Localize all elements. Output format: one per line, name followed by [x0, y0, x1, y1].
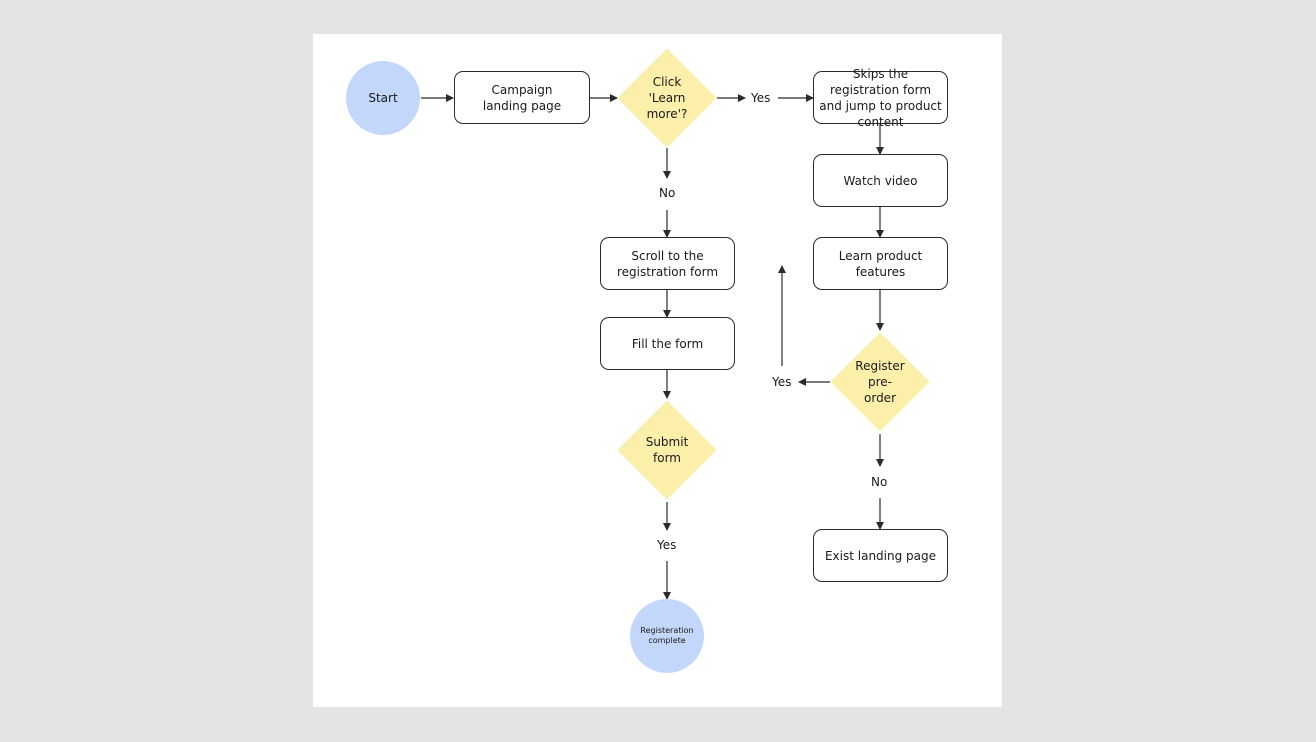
- registration-complete-label: Registeration complete: [640, 626, 694, 645]
- start-node: Start: [346, 61, 420, 135]
- campaign-landing-node: Campaign landing page: [454, 71, 590, 124]
- start-label: Start: [368, 91, 398, 105]
- watch-video-node: Watch video: [813, 154, 948, 207]
- campaign-landing-label: Campaign landing page: [482, 82, 562, 113]
- learn-more-yes-label: Yes: [749, 90, 773, 106]
- preorder-yes-label: Yes: [770, 374, 794, 390]
- learn-features-label: Learn product features: [838, 248, 923, 279]
- register-preorder-label: Register pre-order: [855, 359, 905, 405]
- fill-form-node: Fill the form: [600, 317, 735, 370]
- skip-registration-label: Skips the registration form and jump to …: [819, 66, 942, 129]
- watch-video-label: Watch video: [843, 173, 918, 188]
- preorder-no-label: No: [869, 474, 890, 490]
- fill-form-label: Fill the form: [631, 336, 704, 351]
- learn-features-node: Learn product features: [813, 237, 948, 290]
- exit-landing-label: Exist landing page: [824, 548, 937, 563]
- exit-landing-node: Exist landing page: [813, 529, 948, 582]
- register-preorder-decision: Register pre-order: [830, 332, 930, 432]
- submit-form-label: Submit form: [645, 435, 689, 465]
- learn-more-no-label: No: [657, 185, 678, 201]
- skip-registration-node: Skips the registration form and jump to …: [813, 67, 948, 129]
- scroll-form-label: Scroll to the registration form: [616, 248, 719, 279]
- learn-more-label: Click 'Learn more'?: [646, 75, 688, 121]
- submit-yes-label: Yes: [655, 537, 679, 553]
- diagram-canvas: Start Campaign landing page Click 'Learn…: [313, 34, 1002, 707]
- scroll-form-node: Scroll to the registration form: [600, 237, 735, 290]
- learn-more-decision: Click 'Learn more'?: [617, 48, 717, 148]
- registration-complete-node: Registeration complete: [630, 599, 704, 673]
- submit-form-decision: Submit form: [617, 400, 717, 500]
- connector-layer: [421, 94, 884, 600]
